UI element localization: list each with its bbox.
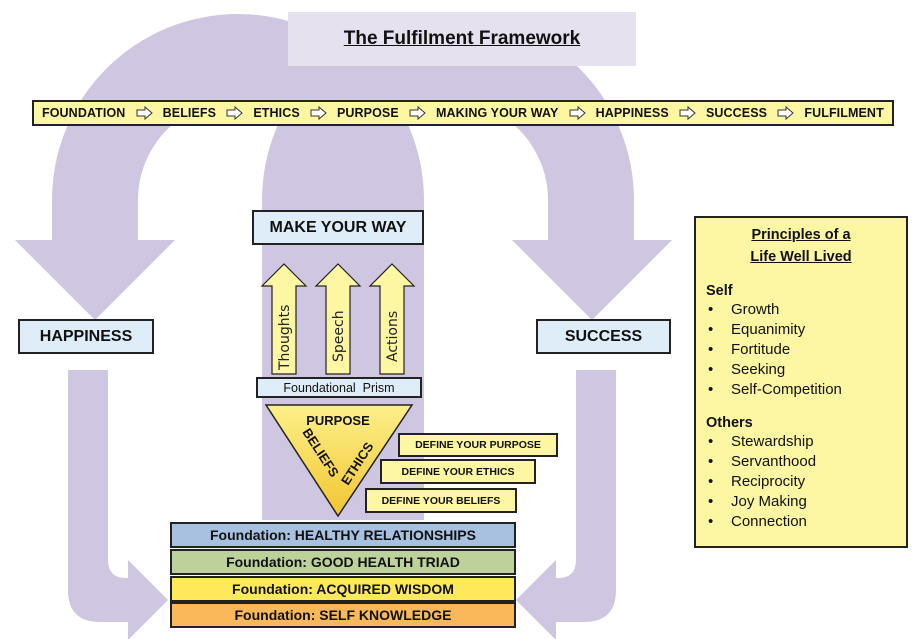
others-heading: Others <box>706 415 753 431</box>
list-item: Seeking <box>706 360 896 380</box>
self-list: Growth Equanimity Fortitude Seeking Self… <box>706 300 896 400</box>
flow-step-purpose: PURPOSE <box>336 106 399 120</box>
self-heading: Self <box>706 283 733 299</box>
define-beliefs-box: DEFINE YOUR BELIEFS <box>365 488 517 513</box>
right-return-arrow <box>516 370 616 639</box>
right-arrow-icon <box>569 106 586 120</box>
foundational-prism-label: Foundational Prism <box>256 377 422 398</box>
foundation-self-knowledge: Foundation: SELF KNOWLEDGE <box>170 602 516 628</box>
foundation-good-health-triad: Foundation: GOOD HEALTH TRIAD <box>170 549 516 575</box>
right-loop-arrow <box>262 14 672 520</box>
right-arrow-icon <box>226 106 243 120</box>
right-arrow-icon <box>409 106 426 120</box>
left-return-arrow <box>68 370 168 639</box>
thoughts-label: Thoughts <box>277 305 293 371</box>
thoughts-arrow <box>260 263 308 375</box>
prism-triangle <box>264 404 414 518</box>
prism-purpose-label: PURPOSE <box>306 413 370 428</box>
page-title: The Fulfilment Framework <box>343 28 581 49</box>
flow-step-happiness: HAPPINESS <box>595 106 669 120</box>
flow-step-success: SUCCESS <box>705 106 768 120</box>
flow-step-ethics: ETHICS <box>253 106 300 120</box>
list-item: Stewardship <box>706 432 896 452</box>
principles-panel: Principles of a Life Well Lived Self Gro… <box>694 216 908 548</box>
list-item: Fortitude <box>706 340 896 360</box>
speech-label: Speech <box>331 310 347 362</box>
principles-title-line2: Life Well Lived <box>750 249 852 265</box>
list-item: Servanthood <box>706 452 896 472</box>
foundation-acquired-wisdom: Foundation: ACQUIRED WISDOM <box>170 576 516 602</box>
success-box: SUCCESS <box>536 319 671 354</box>
list-item: Reciprocity <box>706 472 896 492</box>
others-list: Stewardship Servanthood Reciprocity Joy … <box>706 432 896 532</box>
list-item: Joy Making <box>706 492 896 512</box>
speech-arrow <box>314 263 362 375</box>
right-arrow-icon <box>310 106 327 120</box>
happiness-box: HAPPINESS <box>18 319 154 354</box>
actions-label: Actions <box>385 311 401 362</box>
list-item: Equanimity <box>706 320 896 340</box>
flow-step-fulfilment: FULFILMENT <box>804 106 884 120</box>
principles-title-line1: Principles of a <box>751 227 851 243</box>
flow-bar: FOUNDATION BELIEFS ETHICS PURPOSE MAKING… <box>32 100 894 126</box>
list-item: Connection <box>706 512 896 532</box>
actions-arrow <box>368 263 416 375</box>
flow-step-foundation: FOUNDATION <box>42 106 126 120</box>
define-purpose-box: DEFINE YOUR PURPOSE <box>398 433 558 457</box>
define-ethics-box: DEFINE YOUR ETHICS <box>380 459 536 484</box>
title-banner: The Fulfilment Framework <box>288 12 636 66</box>
right-arrow-icon <box>777 106 795 120</box>
list-item: Growth <box>706 300 896 320</box>
make-your-way-box: MAKE YOUR WAY <box>252 210 424 245</box>
flow-step-beliefs: BELIEFS <box>162 106 217 120</box>
right-arrow-icon <box>679 106 696 120</box>
list-item: Self-Competition <box>706 380 896 400</box>
right-arrow-icon <box>136 106 153 120</box>
flow-step-making-your-way: MAKING YOUR WAY <box>436 106 559 120</box>
foundation-healthy-relationships: Foundation: HEALTHY RELATIONSHIPS <box>170 522 516 548</box>
